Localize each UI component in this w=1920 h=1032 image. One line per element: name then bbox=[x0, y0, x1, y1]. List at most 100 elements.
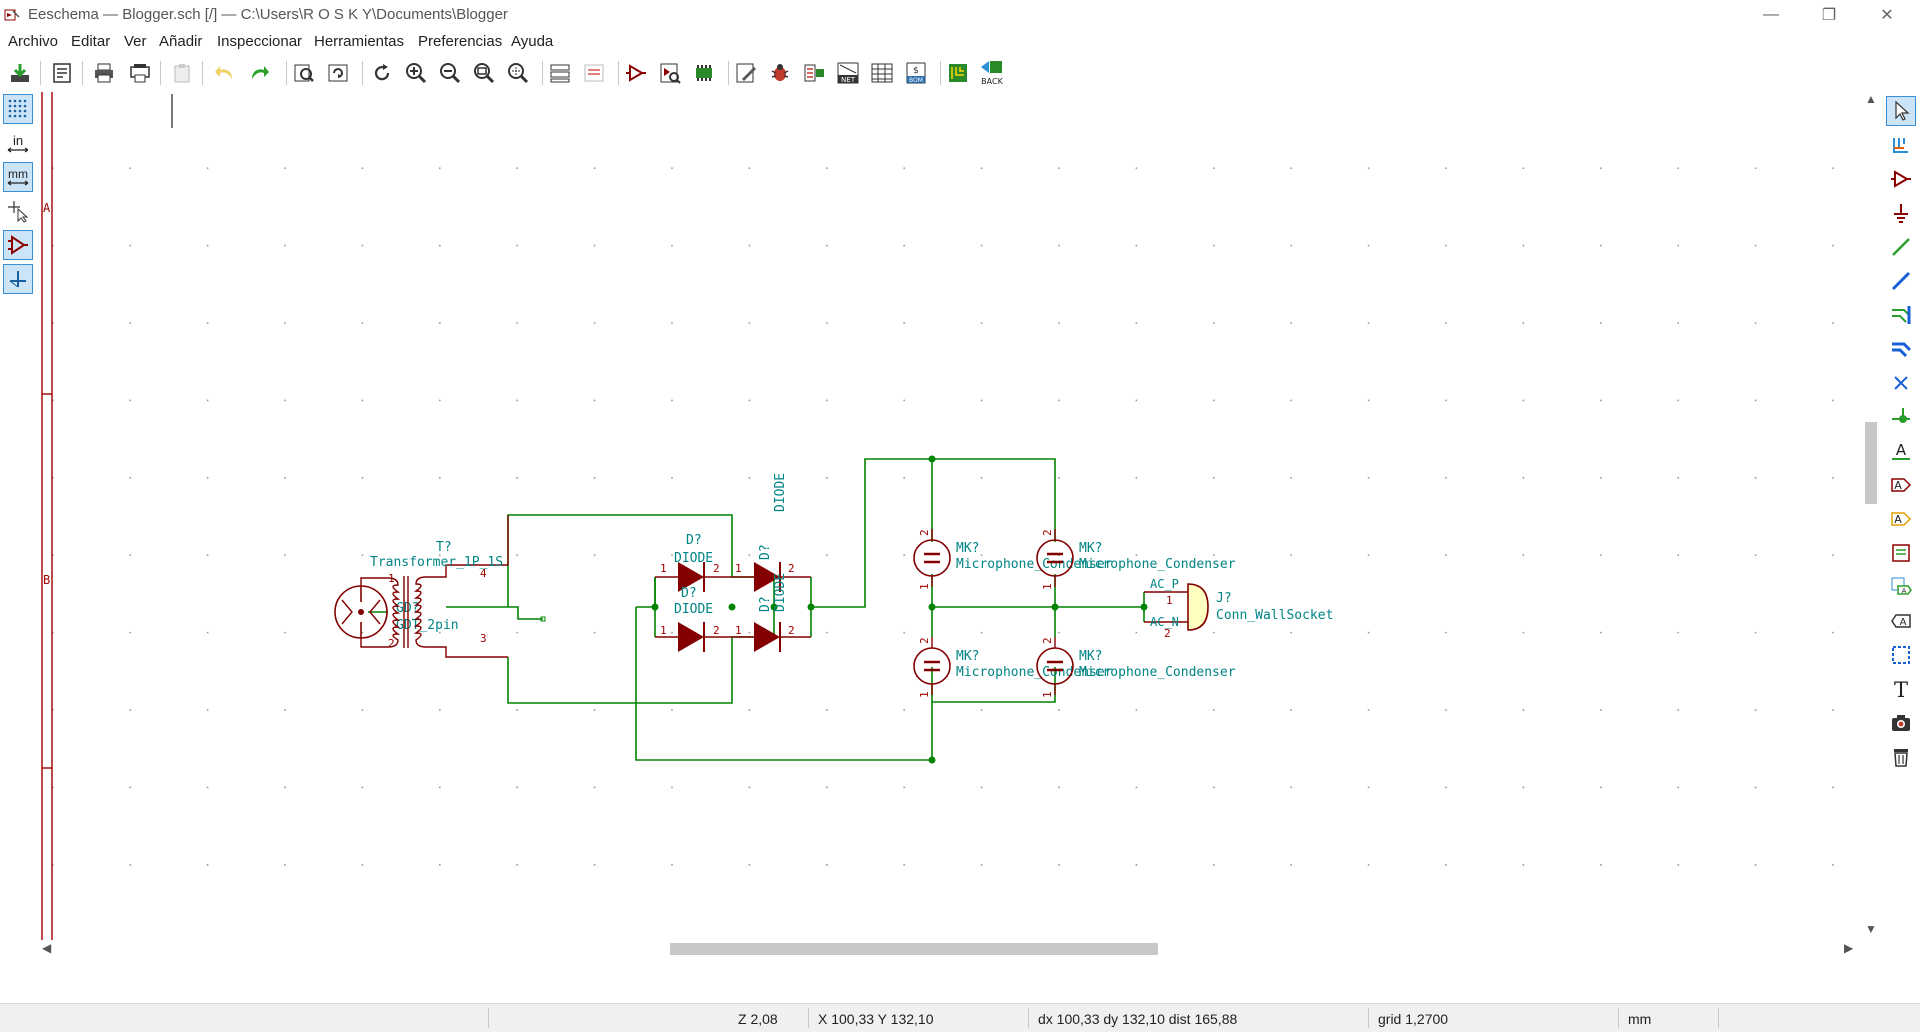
bus-to-bus-entry-icon[interactable] bbox=[1886, 334, 1916, 364]
right-toolbar: A A A A A T bbox=[1882, 92, 1920, 942]
d2-pin1: 1 bbox=[735, 562, 742, 575]
find-replace-icon[interactable] bbox=[324, 59, 352, 87]
redo-icon[interactable] bbox=[246, 59, 274, 87]
inch-units-button[interactable]: in bbox=[3, 128, 33, 158]
add-hierarchical-label-icon[interactable]: A bbox=[1886, 504, 1916, 534]
socket-pin-ac-n: AC_N bbox=[1150, 615, 1179, 629]
menu-herramientas[interactable]: Herramientas bbox=[314, 33, 405, 50]
diode-top-right[interactable]: 1 2 D? DIODE bbox=[732, 473, 811, 592]
main-toolbar: NET $BOM BACK bbox=[0, 55, 1920, 91]
add-sheet-icon[interactable] bbox=[1886, 538, 1916, 568]
menu-ver[interactable]: Ver bbox=[124, 33, 147, 50]
import-sheet-pin-icon[interactable]: A bbox=[1886, 572, 1916, 602]
grid-toggle-icon[interactable] bbox=[3, 94, 33, 124]
socket-pin1: 1 bbox=[1166, 594, 1173, 607]
scroll-up-icon[interactable]: ▲ bbox=[1865, 92, 1877, 106]
add-text-icon[interactable]: T bbox=[1886, 674, 1916, 704]
leave-sheet-icon[interactable] bbox=[580, 59, 608, 87]
schematic-drawing[interactable]: A B bbox=[38, 92, 1862, 940]
junction bbox=[928, 603, 936, 611]
edit-fields-icon[interactable] bbox=[868, 59, 896, 87]
add-sheet-pin-icon[interactable]: A bbox=[1886, 606, 1916, 636]
annotate-icon[interactable] bbox=[732, 59, 760, 87]
mic3-ref: MK? bbox=[956, 649, 979, 664]
paste-icon[interactable] bbox=[168, 59, 196, 87]
plot-icon[interactable] bbox=[126, 59, 154, 87]
back-label: BACK bbox=[981, 77, 1003, 86]
save-icon[interactable] bbox=[6, 59, 34, 87]
print-icon[interactable] bbox=[90, 59, 118, 87]
close-button[interactable]: ✕ bbox=[1880, 7, 1894, 24]
d1-value: DIODE bbox=[674, 551, 713, 566]
horizontal-scrollbar[interactable]: ◀ ▶ bbox=[38, 940, 1862, 958]
vertical-scrollbar[interactable]: ▲ ▼ bbox=[1862, 92, 1880, 940]
back-annotate-icon[interactable]: BACK bbox=[978, 59, 1006, 87]
footprint-editor-icon[interactable] bbox=[690, 59, 718, 87]
add-power-icon[interactable] bbox=[1886, 198, 1916, 228]
wall-socket-symbol[interactable]: AC_P AC_N 1 2 J? Conn_WallSocket bbox=[1144, 577, 1333, 640]
select-tool-icon[interactable] bbox=[1886, 96, 1916, 126]
library-editor-icon[interactable] bbox=[622, 59, 650, 87]
hidden-pins-icon[interactable] bbox=[3, 230, 33, 260]
transformer-symbol[interactable]: T? Transformer_1P_1S 4 3 bbox=[370, 515, 509, 658]
add-global-label-icon[interactable]: A bbox=[1886, 470, 1916, 500]
netlist-icon[interactable]: NET bbox=[834, 59, 862, 87]
zoom-fit-icon[interactable] bbox=[470, 59, 498, 87]
wire-to-bus-entry-icon[interactable] bbox=[1886, 300, 1916, 330]
zoom-selection-icon[interactable] bbox=[504, 59, 532, 87]
transformer-ref: T? bbox=[436, 540, 452, 555]
add-symbol-icon[interactable] bbox=[1886, 164, 1916, 194]
scroll-right-icon[interactable]: ▶ bbox=[1844, 941, 1854, 955]
add-label-icon[interactable]: A bbox=[1886, 436, 1916, 466]
delete-tool-icon[interactable] bbox=[1886, 742, 1916, 772]
pcbnew-icon[interactable] bbox=[944, 59, 972, 87]
vertical-scroll-thumb[interactable] bbox=[1865, 422, 1877, 504]
inch-label: in bbox=[12, 132, 24, 148]
add-junction-icon[interactable] bbox=[1886, 402, 1916, 432]
find-icon[interactable] bbox=[290, 59, 318, 87]
menu-preferencias[interactable]: Preferencias bbox=[418, 33, 503, 50]
scroll-left-icon[interactable]: ◀ bbox=[42, 941, 52, 955]
microphone-2[interactable]: 2 1 MK? Microphone_Condenser bbox=[1036, 529, 1236, 590]
maximize-button[interactable]: ❐ bbox=[1821, 7, 1837, 24]
undo-icon[interactable] bbox=[210, 59, 238, 87]
refresh-icon[interactable] bbox=[368, 59, 396, 87]
library-browser-icon[interactable] bbox=[656, 59, 684, 87]
add-image-icon[interactable] bbox=[1886, 708, 1916, 738]
minimize-button[interactable]: — bbox=[1763, 6, 1779, 23]
grid-dots bbox=[38, 92, 1862, 940]
erc-icon[interactable] bbox=[766, 59, 794, 87]
mic2-ref: MK? bbox=[1079, 541, 1102, 556]
scroll-down-icon[interactable]: ▼ bbox=[1865, 922, 1877, 936]
add-graphic-line-icon[interactable] bbox=[1886, 640, 1916, 670]
sheet-setup-icon[interactable] bbox=[48, 59, 76, 87]
status-cursor-xy: X 100,33 Y 132,10 bbox=[818, 1011, 934, 1027]
mm-units-button[interactable]: mm bbox=[3, 162, 33, 192]
junction bbox=[1051, 603, 1059, 611]
horizontal-scroll-thumb[interactable] bbox=[670, 943, 1158, 955]
schematic-canvas[interactable]: A B bbox=[38, 92, 1862, 940]
add-bus-icon[interactable] bbox=[1886, 266, 1916, 296]
zoom-out-icon[interactable] bbox=[436, 59, 464, 87]
diode-bottom-right[interactable]: 1 2 D? DIODE bbox=[732, 573, 811, 652]
assign-footprints-icon[interactable] bbox=[800, 59, 828, 87]
menu-archivo[interactable]: Archivo bbox=[8, 33, 59, 50]
hierarchy-navigator-icon[interactable] bbox=[546, 59, 574, 87]
d4-ref: D? bbox=[758, 596, 773, 612]
no-connect-icon[interactable] bbox=[1886, 368, 1916, 398]
highlight-net-icon[interactable] bbox=[1886, 130, 1916, 160]
bom-icon[interactable]: $BOM bbox=[902, 59, 930, 87]
menu-editar[interactable]: Editar bbox=[71, 33, 111, 50]
wire-angle-icon[interactable] bbox=[3, 264, 33, 294]
cursor-shape-icon[interactable] bbox=[3, 196, 33, 226]
diode-bottom-left[interactable]: 1 2 D? DIODE bbox=[655, 586, 732, 652]
menu-inspeccionar[interactable]: Inspeccionar bbox=[217, 33, 303, 50]
d1-ref: D? bbox=[686, 533, 702, 548]
menu-ayuda[interactable]: Ayuda bbox=[511, 33, 554, 50]
add-wire-icon[interactable] bbox=[1886, 232, 1916, 262]
diode-top-left[interactable]: 1 2 D? DIODE bbox=[655, 533, 732, 592]
zoom-in-icon[interactable] bbox=[402, 59, 430, 87]
status-zoom: Z 2,08 bbox=[738, 1011, 778, 1027]
menu-anadir[interactable]: Añadir bbox=[159, 33, 203, 50]
microphone-4[interactable]: 2 1 MK? Microphone_Condenser bbox=[1036, 637, 1236, 698]
